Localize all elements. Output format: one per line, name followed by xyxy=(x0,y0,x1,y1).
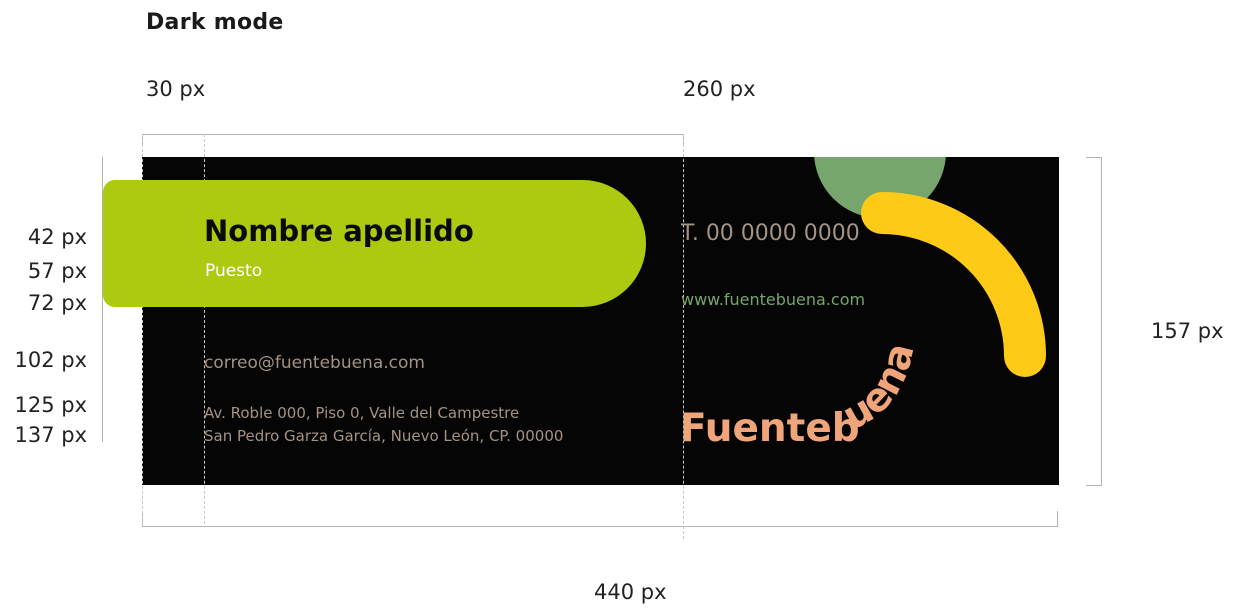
dim-label-157px: 157 px xyxy=(1151,319,1224,343)
dim-label-42px: 42 px xyxy=(27,225,87,249)
card-email: correo@fuentebuena.com xyxy=(204,353,425,373)
guide-dashed-30px xyxy=(142,134,143,524)
dim-label-72px: 72 px xyxy=(27,291,87,315)
card-name: Nombre apellido xyxy=(204,214,474,248)
dim-label-125px: 125 px xyxy=(14,393,87,417)
yellow-arc-shape xyxy=(861,192,1046,377)
card-website: www.fuentebuena.com xyxy=(681,290,866,309)
card-address-line-1: Av. Roble 000, Piso 0, Valle del Campest… xyxy=(204,404,520,422)
page-title: Dark mode xyxy=(146,10,284,35)
dim-label-57px: 57 px xyxy=(27,259,87,283)
top-dimension-line xyxy=(142,134,684,135)
guide-dashed-margin xyxy=(204,134,205,524)
right-dimension-line xyxy=(1101,157,1102,485)
logo-text: Fuenteb xyxy=(680,406,860,451)
bottom-dimension-tick-right xyxy=(1057,511,1058,527)
dim-label-260px: 260 px xyxy=(683,77,756,101)
dim-label-102px: 102 px xyxy=(14,348,87,372)
right-dimension-tick-bottom xyxy=(1086,485,1102,486)
dim-label-30px: 30 px xyxy=(146,77,206,101)
bottom-dimension-line xyxy=(142,526,1058,527)
left-dimension-line xyxy=(102,157,103,442)
dim-label-440px: 440 px xyxy=(594,580,667,604)
dim-label-137px: 137 px xyxy=(14,423,87,447)
card-address: Av. Roble 000, Piso 0, Valle del Campest… xyxy=(204,402,563,448)
guide-dashed-260px xyxy=(683,134,684,539)
card-phone: T. 00 0000 0000 xyxy=(681,221,860,246)
name-banner xyxy=(103,180,646,307)
right-dimension-tick-top xyxy=(1086,157,1102,158)
card-position: Puesto xyxy=(205,261,263,281)
card-address-line-2: San Pedro Garza García, Nuevo León, CP. … xyxy=(204,427,564,445)
